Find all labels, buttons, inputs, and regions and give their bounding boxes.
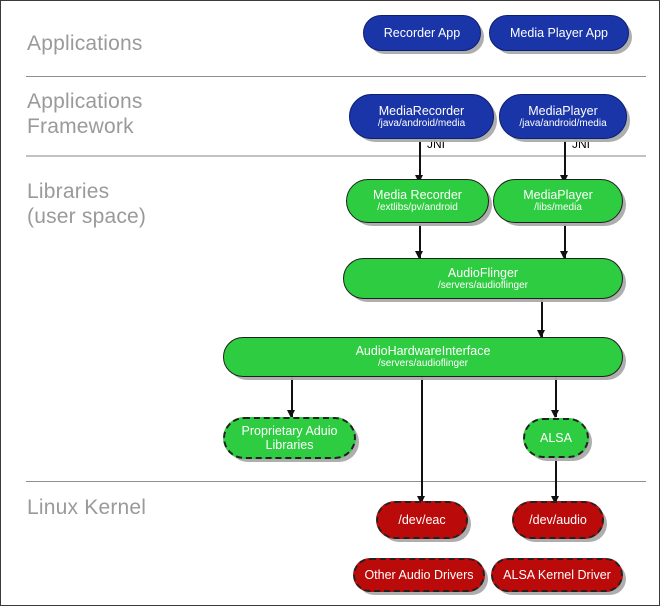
- layer-label-libraries: Libraries (user space): [27, 180, 147, 228]
- node-audiohardwareinterface[interactable]: AudioHardwareInterface /servers/audiofli…: [223, 337, 623, 377]
- layer-label-applications: Applications: [27, 32, 143, 55]
- arrowhead-audioflinger-right: [560, 251, 568, 259]
- connector-alsa-to-dev-audio: [555, 458, 557, 501]
- arrowhead-audioflinger-left: [415, 251, 423, 259]
- connector-media-recorder-lib-to-audioflinger: [419, 224, 421, 258]
- connector-audioflinger-to-audiohardwareinterface: [541, 299, 543, 337]
- arrowhead-alsa: [551, 410, 559, 418]
- node-audioflinger[interactable]: AudioFlinger /servers/audioflinger: [343, 258, 623, 299]
- node-dev-eac[interactable]: /dev/eac: [376, 501, 468, 539]
- layer-label-linux-kernel: Linux Kernel: [27, 496, 147, 519]
- node-audiohardwareinterface-title: AudioHardwareInterface: [355, 344, 491, 358]
- node-media-recorder-lib-title: Media Recorder: [373, 188, 462, 202]
- node-media-player-app-title: Media Player App: [510, 26, 608, 40]
- node-audioflinger-path: /servers/audioflinger: [437, 279, 529, 291]
- connector-audiohardwareinterface-to-proprietary: [291, 377, 293, 417]
- node-other-audio-drivers-title: Other Audio Drivers: [364, 568, 474, 582]
- divider-applications: [26, 76, 646, 77]
- node-alsa-kernel-driver[interactable]: ALSA Kernel Driver: [491, 558, 623, 592]
- node-media-player-app[interactable]: Media Player App: [489, 15, 629, 51]
- node-dev-eac-title: /dev/eac: [398, 513, 446, 527]
- arrowhead-dev-audio: [551, 496, 559, 504]
- connector-audiohardwareinterface-to-alsa: [555, 377, 557, 417]
- node-mediaplayer-lib[interactable]: MediaPlayer /libs/media: [493, 179, 623, 223]
- node-mediaplayer-lib-path: /libs/media: [534, 202, 582, 213]
- divider-linux-kernel: [26, 481, 646, 482]
- node-mediaplayer-framework-title: MediaPlayer: [528, 103, 598, 118]
- divider-applications-framework: [26, 155, 646, 157]
- edge-label-jni-player: JNI: [572, 137, 590, 151]
- node-dev-audio[interactable]: /dev/audio: [512, 501, 604, 539]
- node-recorder-app[interactable]: Recorder App: [363, 15, 481, 51]
- node-mediaplayer-framework-path: /java/android/media: [519, 117, 607, 129]
- node-mediaplayer-framework[interactable]: MediaPlayer /java/android/media: [499, 94, 627, 139]
- node-mediarecorder-framework-path: /java/android/media: [377, 117, 466, 129]
- node-dev-audio-title: /dev/audio: [529, 513, 587, 527]
- node-media-recorder-lib[interactable]: Media Recorder /extlibs/pv/android: [346, 179, 489, 223]
- node-mediarecorder-framework[interactable]: MediaRecorder /java/android/media: [349, 94, 494, 139]
- node-proprietary-audio-libraries-title: Proprietary Aduio Libraries: [241, 424, 338, 452]
- connector-mediaplayer-to-mediaplayer-lib: [564, 141, 566, 183]
- node-audioflinger-title: AudioFlinger: [447, 265, 519, 280]
- node-recorder-app-title: Recorder App: [383, 26, 461, 40]
- connector-mediarecorder-to-media-recorder-lib: [419, 141, 421, 183]
- node-audiohardwareinterface-path: /servers/audioflinger: [377, 358, 469, 369]
- layer-label-applications-framework: Applications Framework: [27, 90, 143, 138]
- arrowhead-proprietary-audio-libraries: [287, 410, 295, 418]
- connector-audiohardwareinterface-to-dev-eac: [421, 377, 423, 501]
- node-alsa[interactable]: ALSA: [523, 418, 589, 458]
- edge-label-jni-recorder: JNI: [427, 137, 445, 151]
- node-alsa-title: ALSA: [540, 431, 572, 445]
- arrowhead-audiohardwareinterface: [537, 330, 545, 338]
- arrowhead-dev-eac: [417, 496, 425, 504]
- node-media-recorder-lib-path: /extlibs/pv/android: [377, 202, 458, 213]
- node-mediarecorder-framework-title: MediaRecorder: [378, 103, 465, 118]
- node-proprietary-audio-libraries[interactable]: Proprietary Aduio Libraries: [223, 417, 356, 459]
- node-other-audio-drivers[interactable]: Other Audio Drivers: [353, 558, 485, 592]
- connector-mediaplayer-lib-to-audioflinger: [564, 224, 566, 258]
- node-mediaplayer-lib-title: MediaPlayer: [523, 188, 593, 202]
- node-alsa-kernel-driver-title: ALSA Kernel Driver: [503, 568, 611, 582]
